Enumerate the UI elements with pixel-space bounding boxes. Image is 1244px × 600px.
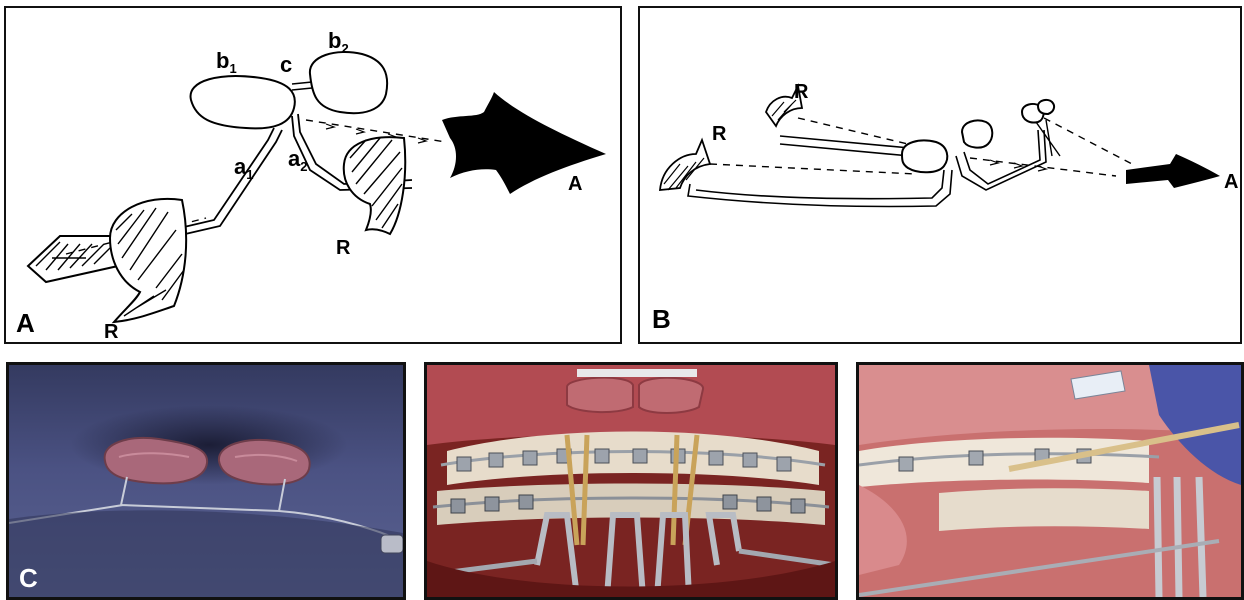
side-view-drawing [859,365,1241,597]
pad-1 [902,141,947,173]
panel-a-diagram: b1 c b2 a1 a2 R R A A [4,6,622,344]
panel-label-a: A [16,310,35,336]
braces-photo-drawing [427,365,835,597]
appliance-pad-right [219,440,310,484]
connector-c [292,82,312,90]
label-arrow-a: A [568,173,582,195]
panel-b-diagram: R R A B [638,6,1242,344]
label-c: c [280,52,292,77]
label-b2: b2 [328,28,349,56]
arm-upper [780,136,910,156]
appliance-drawing [9,365,403,597]
panel-label-b: B [652,306,671,332]
panel-b-drawing: R R A [640,8,1240,342]
instrument-tip [381,535,403,553]
panel-label-c: C [19,565,38,591]
panel-e-photo [856,362,1244,600]
label-r-right: R [336,237,351,259]
dashed-line-upper [798,118,908,144]
panel-a-drawing: b1 c b2 a1 a2 R R A [6,8,620,342]
rotation-band-left [110,199,186,322]
panel-c-photo: C [6,362,406,600]
teeth-lower [939,488,1149,531]
appliance-pad-left [105,438,207,483]
label-r-left: R [104,321,119,342]
label-a1: a1 [234,154,253,182]
label-b1: b1 [216,48,237,76]
force-arrow-a [1126,154,1220,188]
label-arrow-a: A [1224,171,1238,193]
panel-d-photo [424,362,838,600]
pad-2 [962,120,992,147]
pad-4 [1038,100,1054,114]
label-r-top: R [794,81,809,103]
pad-b2 [310,52,387,113]
label-a2: a2 [288,146,307,174]
label-r-mid: R [712,123,727,145]
dashed-line-right-2 [1044,118,1132,164]
dashed-line-lower [710,164,916,174]
arm-lower [688,170,952,207]
pad-b1 [191,76,295,128]
rotation-band-right [344,137,405,234]
rotation-shape-lower [660,140,710,190]
